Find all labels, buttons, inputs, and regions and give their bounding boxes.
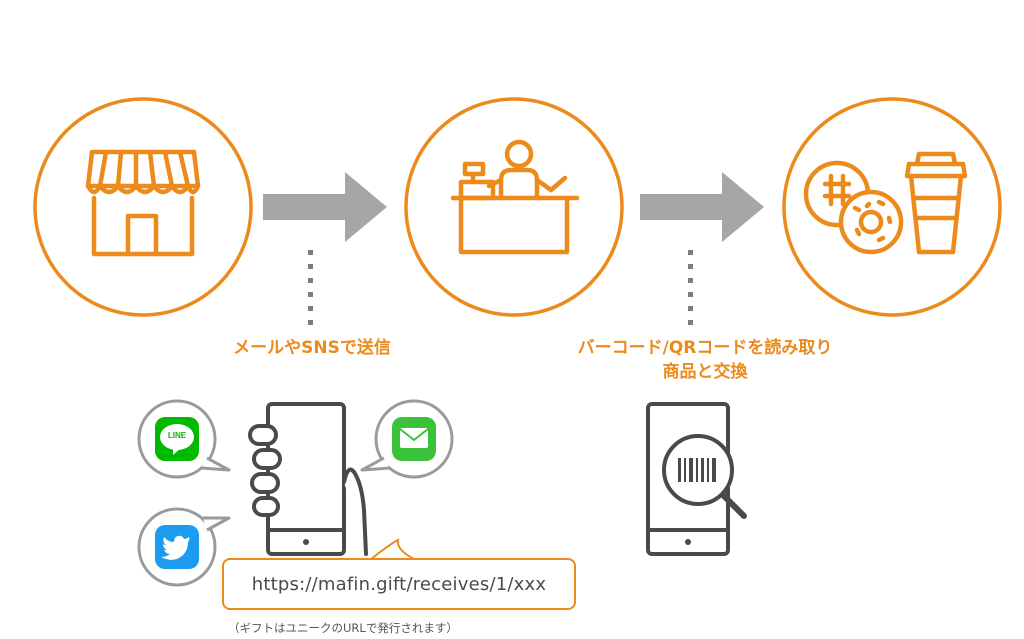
dotted-connector (308, 250, 313, 325)
twitter-bubble (137, 507, 231, 587)
products-circle-icon (782, 97, 1002, 317)
phone-barcode-scan-icon (646, 402, 747, 556)
mail-icon (400, 428, 428, 448)
line-icon-text: LINE (167, 431, 187, 440)
twitter-bird-icon (161, 535, 190, 560)
arrow-right-icon (640, 172, 764, 242)
line-bubble (137, 399, 231, 479)
dotted-connector (688, 250, 693, 325)
mail-bubble (360, 399, 454, 479)
arrow-right-icon (263, 172, 387, 242)
exchange-label-line2: 商品と交換 (662, 362, 748, 382)
exchange-label-line1: バーコード/QRコードを読み取り (577, 338, 833, 358)
send-label: メールやSNSで送信 (233, 338, 391, 358)
url-box-tail (369, 538, 417, 561)
url-note: （ギフトはユニークのURLで発行されます） (228, 621, 458, 635)
shop-circle-icon (33, 97, 253, 317)
gift-url-box: https://mafin.gift/receives/1/xxx (222, 558, 576, 610)
phone-hand-icon (248, 402, 368, 556)
gift-url-text: https://mafin.gift/receives/1/xxx (251, 573, 547, 595)
cashier-circle-icon (404, 97, 624, 317)
